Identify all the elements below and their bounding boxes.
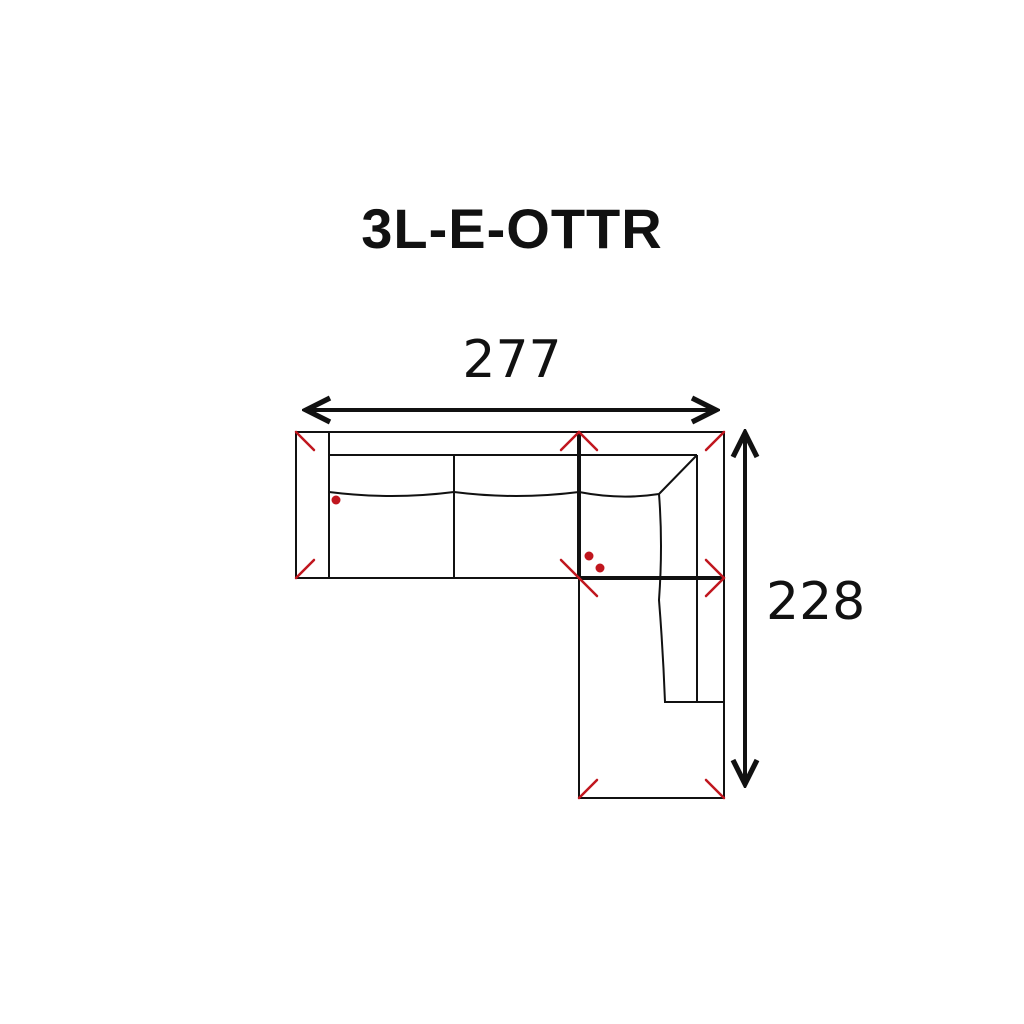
corner-marker [704,778,726,800]
corner-seat-contour [657,493,724,703]
corner-markers [294,430,726,800]
mechanism-dot [331,495,341,505]
mechanism-dot [595,563,605,573]
seat-cushion-contour [328,454,698,498]
corner-marker [577,430,599,452]
depth-dimension-label: 228 [766,572,866,632]
width-dimension-label: 277 [462,330,562,390]
mechanism-dot [584,551,594,561]
corner-marker [294,558,316,580]
corner-marker [704,430,726,452]
corner-marker [294,430,316,452]
corner-marker [704,558,726,580]
mechanism-dots [331,495,605,573]
module-separators [577,432,724,580]
corner-marker [577,778,599,800]
corner-marker [704,576,726,598]
corner-marker [559,430,581,452]
model-title: 3L-E-OTTR [361,197,663,260]
corner-marker [559,558,599,598]
sofa-outline [295,431,725,799]
